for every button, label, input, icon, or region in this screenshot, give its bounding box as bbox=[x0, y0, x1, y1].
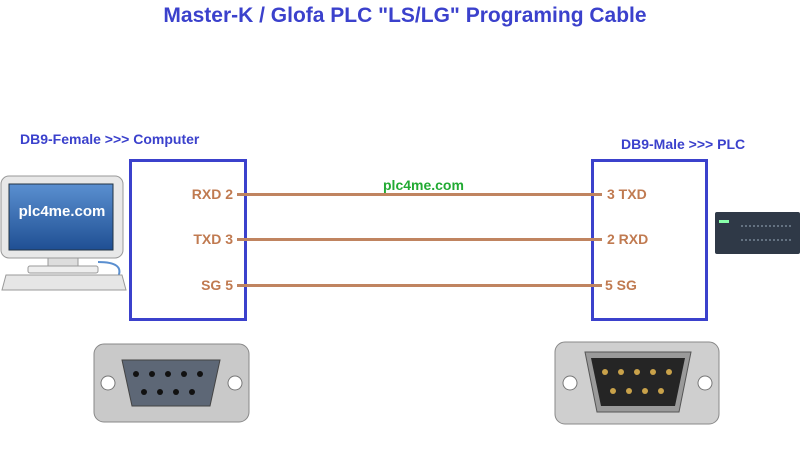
right-pin-rxd: 2 RXD bbox=[607, 231, 649, 247]
cable-label: plc4me.com bbox=[383, 177, 464, 193]
wire-rxd-txd bbox=[237, 193, 602, 196]
wire-txd-rxd bbox=[237, 238, 602, 241]
db9-male-icon bbox=[554, 341, 720, 425]
left-pin-rxd: RXD 2 bbox=[191, 186, 233, 202]
right-pin-txd: 3 TXD bbox=[607, 186, 647, 202]
right-label: DB9-Male >>> PLC bbox=[621, 136, 746, 152]
screen-text: plc4me.com bbox=[18, 203, 106, 220]
wire-sg-sg bbox=[237, 284, 602, 287]
left-pin-sg: SG 5 bbox=[201, 277, 233, 293]
db9-female-icon bbox=[93, 343, 250, 423]
left-label: DB9-Female >>> Computer bbox=[20, 131, 200, 147]
computer-icon bbox=[0, 175, 127, 291]
plc-icon bbox=[715, 212, 800, 254]
right-pin-sg: 5 SG bbox=[605, 277, 637, 293]
diagram-title: Master-K / Glofa PLC "LS/LG" Programing … bbox=[163, 4, 647, 27]
left-pin-txd: TXD 3 bbox=[193, 231, 233, 247]
